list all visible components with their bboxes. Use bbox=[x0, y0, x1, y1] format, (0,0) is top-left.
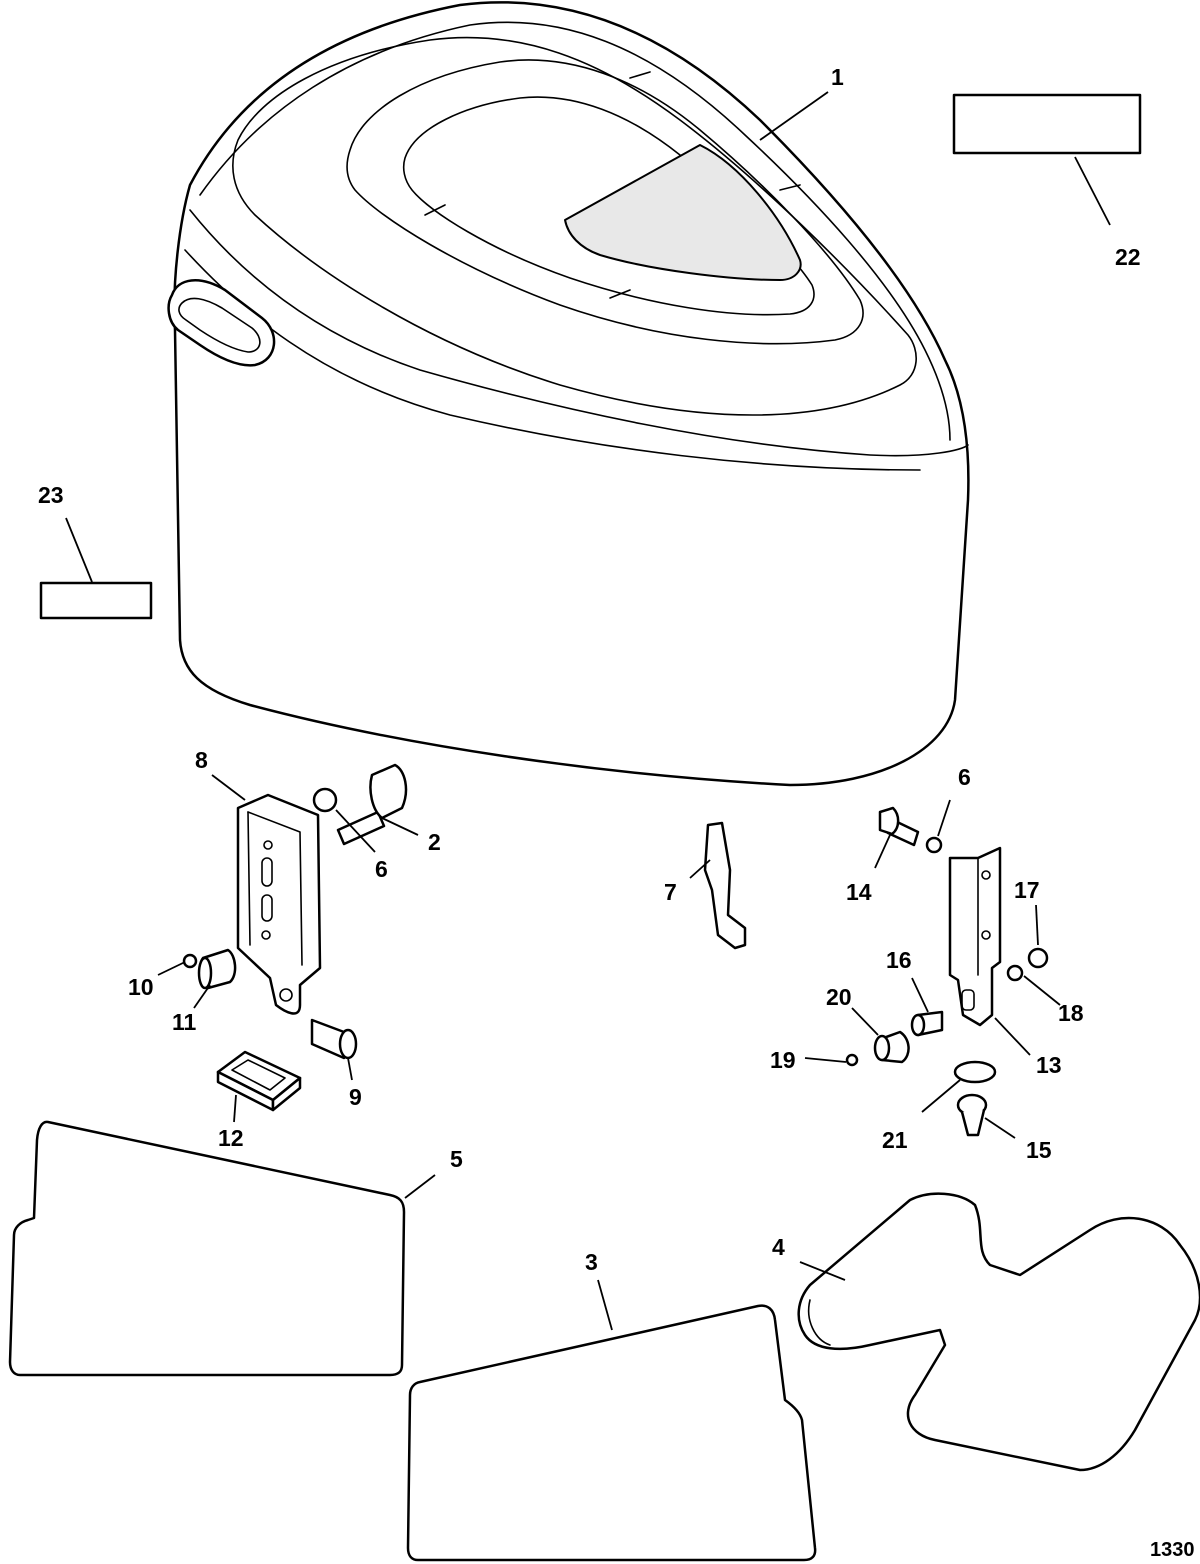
callout-8: 8 bbox=[195, 747, 208, 773]
screw-2 bbox=[336, 763, 408, 846]
callout-7: 7 bbox=[664, 879, 677, 905]
top-cowl bbox=[167, 1, 970, 787]
callout-13: 13 bbox=[1036, 1052, 1062, 1078]
callout-19: 19 bbox=[770, 1047, 796, 1073]
pad-12 bbox=[216, 1050, 302, 1112]
callout-18: 18 bbox=[1058, 1000, 1084, 1026]
e-clip-19 bbox=[845, 1053, 859, 1067]
callout-4: 4 bbox=[772, 1234, 785, 1260]
callout-20: 20 bbox=[826, 984, 852, 1010]
figure-id: 1330 bbox=[1150, 1539, 1195, 1561]
decal-23 bbox=[39, 581, 153, 620]
grommet-21 bbox=[953, 1060, 997, 1084]
cowl-bracket-right bbox=[948, 846, 1002, 1027]
decal-22 bbox=[952, 93, 1142, 155]
e-clip-10 bbox=[182, 953, 198, 969]
callout-16: 16 bbox=[886, 947, 912, 973]
callout-1: 1 bbox=[831, 64, 844, 90]
bushing-11 bbox=[197, 948, 237, 990]
callout-15: 15 bbox=[1026, 1137, 1052, 1163]
callout-17: 17 bbox=[1014, 877, 1040, 903]
cowl-bracket-left bbox=[236, 793, 322, 1015]
callout-2: 2 bbox=[428, 829, 441, 855]
callout-10: 10 bbox=[128, 974, 154, 1000]
washer-6-left bbox=[312, 787, 338, 813]
callout-22: 22 bbox=[1115, 244, 1141, 270]
panel-5 bbox=[8, 1120, 406, 1377]
latch-7 bbox=[703, 821, 747, 950]
callout-6-right: 6 bbox=[958, 764, 971, 790]
callout-5: 5 bbox=[450, 1146, 463, 1172]
callout-6-left: 6 bbox=[375, 856, 388, 882]
bumper-15 bbox=[956, 1093, 988, 1137]
callout-11: 11 bbox=[172, 1009, 197, 1035]
callout-12: 12 bbox=[218, 1125, 244, 1151]
washer-18 bbox=[1006, 964, 1024, 982]
pin-9 bbox=[310, 1018, 358, 1060]
callout-3: 3 bbox=[585, 1249, 598, 1275]
callout-14: 14 bbox=[846, 879, 872, 905]
callout-labels: 1 22 23 8 2 6 6 7 14 17 16 20 18 13 19 2… bbox=[38, 64, 1195, 1561]
spacer-20 bbox=[873, 1030, 910, 1064]
callout-21: 21 bbox=[882, 1127, 908, 1153]
nut-17 bbox=[1027, 947, 1049, 969]
leader-lines bbox=[65, 91, 1111, 1331]
washer-6-right bbox=[925, 836, 943, 854]
callout-9: 9 bbox=[349, 1084, 362, 1110]
panel-3 bbox=[406, 1304, 817, 1562]
stud-16 bbox=[910, 1010, 944, 1037]
callout-23: 23 bbox=[38, 482, 64, 508]
screw-14 bbox=[878, 806, 920, 847]
panel-4 bbox=[797, 1192, 1200, 1472]
